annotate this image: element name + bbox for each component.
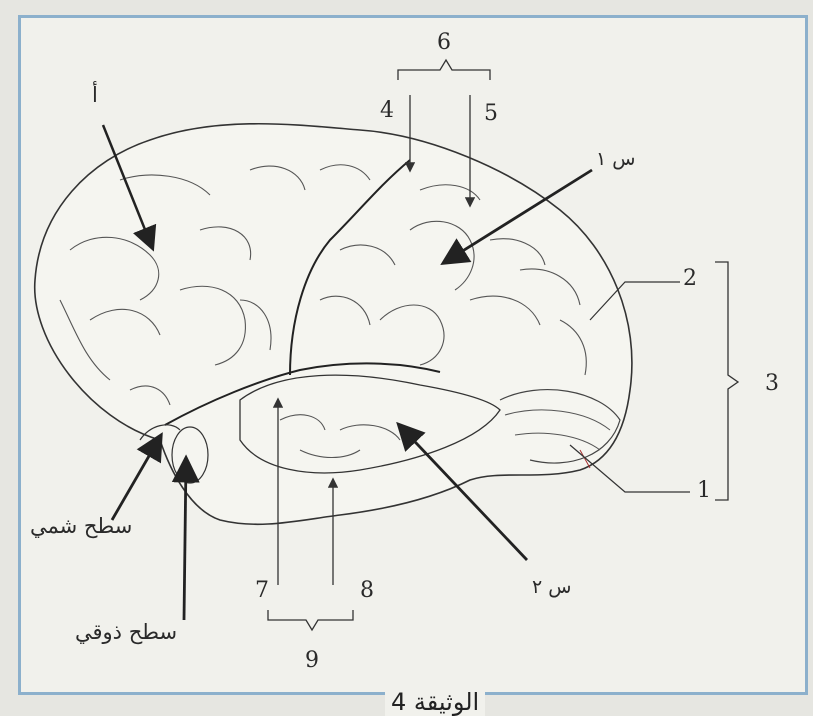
label-1: 1 (697, 480, 711, 502)
arrow-gustatory (184, 460, 186, 620)
label-4: 4 (380, 100, 394, 122)
label-7: 7 (255, 580, 269, 602)
label-9: 9 (305, 650, 319, 672)
label-5: 5 (484, 103, 498, 125)
bracket-9 (268, 610, 353, 630)
label-a: أ (92, 85, 98, 106)
label-s2: س ٢ (532, 578, 571, 597)
label-2: 2 (683, 268, 697, 290)
label-3: 3 (765, 373, 779, 395)
label-olfactory-surface: سطح شمي (30, 516, 132, 537)
bracket-6 (398, 60, 490, 80)
brain-outline (35, 124, 632, 525)
label-8: 8 (360, 580, 374, 602)
label-s1: س ١ (596, 150, 635, 169)
figure-caption: الوثيقة 4 (385, 688, 485, 716)
label-gustatory-surface: سطح ذوقي (75, 622, 177, 643)
label-6: 6 (437, 32, 451, 54)
arrow-olfactory (112, 437, 160, 520)
bracket-3 (715, 262, 738, 500)
